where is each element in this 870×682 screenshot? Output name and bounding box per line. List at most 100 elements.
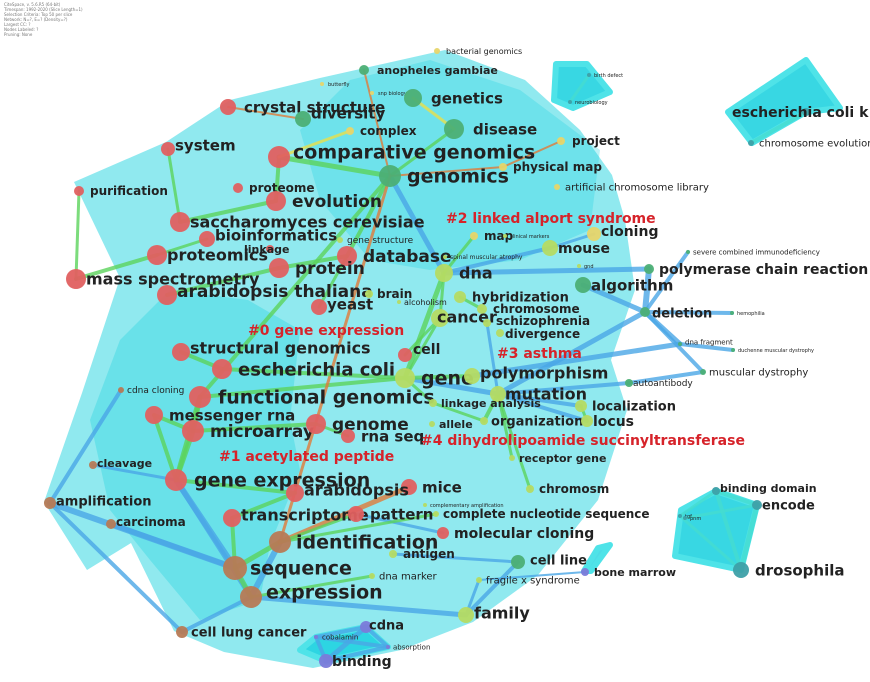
node-brain[interactable]: brain (365, 287, 412, 301)
node-family[interactable]: family (458, 604, 530, 623)
node-yeast[interactable]: yeast (311, 295, 373, 315)
node-microarray[interactable]: microarray (182, 420, 314, 442)
node-marker[interactable] (223, 509, 241, 527)
node-linkage[interactable]: linkage (244, 243, 289, 256)
node-marker[interactable] (509, 455, 515, 461)
node-pnm[interactable]: pnm (683, 516, 701, 522)
node-chromosome-evolution[interactable]: chromosome evolution (748, 139, 870, 150)
node-complete-nucleotide-sequence[interactable]: complete nucleotide sequence (433, 507, 650, 521)
node-marker[interactable] (223, 556, 247, 580)
node-dna-marker[interactable]: dna marker (369, 572, 438, 583)
node-marker[interactable] (526, 485, 534, 493)
node-marker[interactable] (496, 329, 504, 337)
node-marker[interactable] (266, 245, 274, 253)
node-deletion[interactable]: deletion (640, 307, 712, 322)
node-marker[interactable] (161, 142, 175, 156)
node-mouse[interactable]: mouse (542, 240, 610, 257)
node-polymerase-chain-reaction[interactable]: polymerase chain reaction (644, 262, 868, 278)
node-marker[interactable] (483, 319, 491, 327)
node-marker[interactable] (712, 487, 720, 495)
node-hemophilia[interactable]: hemophilia (730, 311, 765, 317)
node-messenger-rna[interactable]: messenger rna (145, 406, 295, 424)
node-escherichia-coli[interactable]: escherichia coli (212, 359, 395, 380)
node-marker[interactable] (147, 245, 167, 265)
node-spinal-muscular-atrophy[interactable]: spinal muscular atrophy (443, 254, 523, 261)
node-expression[interactable]: expression (240, 582, 383, 608)
node-marker[interactable] (568, 100, 572, 104)
node-rna-seq[interactable]: rna seq (341, 427, 424, 445)
node-marker[interactable] (587, 227, 601, 241)
node-pattern[interactable]: pattern (348, 505, 433, 523)
node-marker[interactable] (240, 586, 262, 608)
node-carcinoma[interactable]: carcinoma (106, 515, 186, 529)
node-chromosm[interactable]: chromosm (526, 482, 609, 496)
node-marker[interactable] (337, 246, 357, 266)
node-marker[interactable] (730, 311, 734, 315)
node-gene[interactable]: gene (395, 368, 474, 390)
node-duchenne-muscular-dystrophy[interactable]: duchenne muscular dystrophy (731, 348, 814, 354)
node-neurobiology[interactable]: neurobiology (568, 100, 608, 106)
node-physical-map[interactable]: physical map (499, 160, 602, 174)
node-schizophrenia[interactable]: schizophrenia (483, 314, 590, 328)
node-marker[interactable] (454, 291, 466, 303)
node-marker[interactable] (458, 607, 474, 623)
node-marker[interactable] (266, 191, 286, 211)
node-alcoholism[interactable]: alcoholism (397, 298, 447, 307)
node-marker[interactable] (434, 48, 440, 54)
node-marker[interactable] (295, 111, 311, 127)
node-functional-genomics[interactable]: functional genomics (189, 386, 435, 409)
node-marker[interactable] (341, 429, 355, 443)
node-encode[interactable]: encode (752, 499, 815, 514)
node-identification[interactable]: identification (269, 531, 438, 554)
node-marker[interactable] (401, 479, 417, 495)
node-marker[interactable] (106, 519, 116, 529)
node-snp-biology[interactable]: snp biology (370, 91, 407, 97)
node-mutation[interactable]: mutation (490, 385, 587, 404)
node-marker[interactable] (319, 654, 333, 668)
node-marker[interactable] (359, 65, 369, 75)
node-gnd[interactable]: gnd (577, 264, 594, 270)
node-marker[interactable] (644, 264, 654, 274)
node-marker[interactable] (731, 348, 735, 352)
node-marker[interactable] (337, 237, 343, 243)
node-anopheles-gambiae[interactable]: anopheles gambiae (359, 64, 498, 77)
node-gene-structure[interactable]: gene structure (337, 236, 414, 246)
node-complex[interactable]: complex (346, 124, 417, 138)
node-marker[interactable] (379, 165, 401, 187)
node-marker[interactable] (269, 531, 291, 553)
node-marker[interactable] (683, 516, 687, 520)
node-marker[interactable] (581, 415, 593, 427)
node-marker[interactable] (511, 555, 525, 569)
node-system[interactable]: system (161, 136, 236, 156)
node-marker[interactable] (577, 264, 581, 268)
node-drosophila[interactable]: drosophila (733, 561, 845, 579)
node-saccharomyces-cerevisiae[interactable]: saccharomyces cerevisiae (170, 212, 425, 232)
node-binding-domain[interactable]: binding domain (712, 482, 817, 495)
node-marker[interactable] (587, 73, 591, 77)
node-marker[interactable] (678, 514, 682, 518)
node-muscular-dystrophy[interactable]: muscular dystrophy (700, 368, 808, 379)
node-marker[interactable] (700, 369, 706, 375)
node-dna-fragment[interactable]: dna fragment (678, 338, 733, 346)
node-cdna-cloning[interactable]: cdna cloning (118, 386, 184, 396)
node-marker[interactable] (752, 500, 762, 510)
node-marker[interactable] (557, 137, 565, 145)
node-marker[interactable] (157, 285, 177, 305)
node-project[interactable]: project (557, 134, 620, 148)
node-marker[interactable] (220, 99, 236, 115)
node-marker[interactable] (170, 212, 190, 232)
node-marker[interactable] (172, 343, 190, 361)
node-algorithm[interactable]: algorithm (575, 276, 673, 294)
node-marker[interactable] (306, 414, 326, 434)
node-genomics[interactable]: genomics (379, 165, 509, 188)
node-absorption[interactable]: absorption (386, 643, 430, 651)
node-fragile-x-syndrome[interactable]: fragile x syndrome (476, 576, 580, 587)
node-artificial-chromosome-library[interactable]: artificial chromosome library (554, 183, 709, 194)
node-marker[interactable] (686, 250, 690, 254)
node-evolution[interactable]: evolution (266, 191, 382, 212)
node-marker[interactable] (477, 304, 487, 314)
node-marker[interactable] (118, 387, 124, 393)
node-crystal-structure[interactable]: crystal structure (220, 98, 385, 116)
node-genetics[interactable]: genetics (404, 89, 503, 107)
